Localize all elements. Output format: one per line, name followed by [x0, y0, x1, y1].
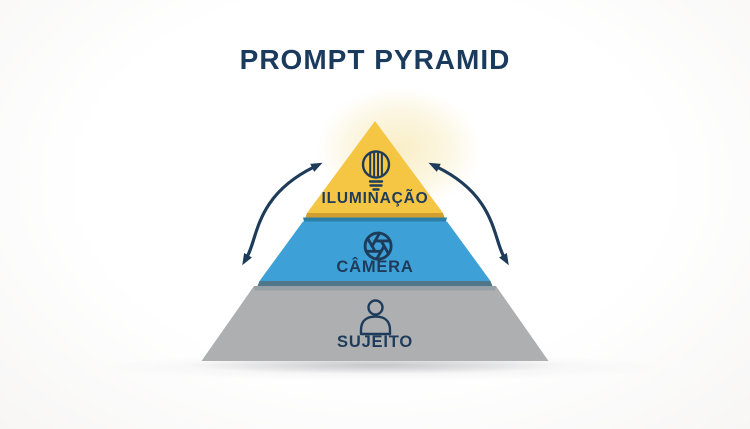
person-icon [359, 299, 392, 336]
layer-label-sujeito: SUJEITO [337, 333, 413, 351]
layer-label-iluminacao: ILUMINAÇÃO [321, 190, 429, 207]
arrow-left [242, 162, 323, 266]
pyramid-edge-iluminacao-bottom [305, 213, 445, 218]
pyramid-layer-sujeito [201, 286, 549, 361]
layer-label-camera: CÂMERA [336, 258, 414, 276]
aperture-icon [363, 231, 393, 261]
pyramid-edge-sujeito-top [254, 286, 496, 291]
lightbulb-icon [361, 150, 391, 191]
arrow-right [428, 162, 509, 266]
pyramid-edge-camera-bottom [257, 281, 493, 286]
pyramid-edge-camera-top [303, 217, 447, 222]
page-title: PROMPT PYRAMID [239, 44, 511, 75]
